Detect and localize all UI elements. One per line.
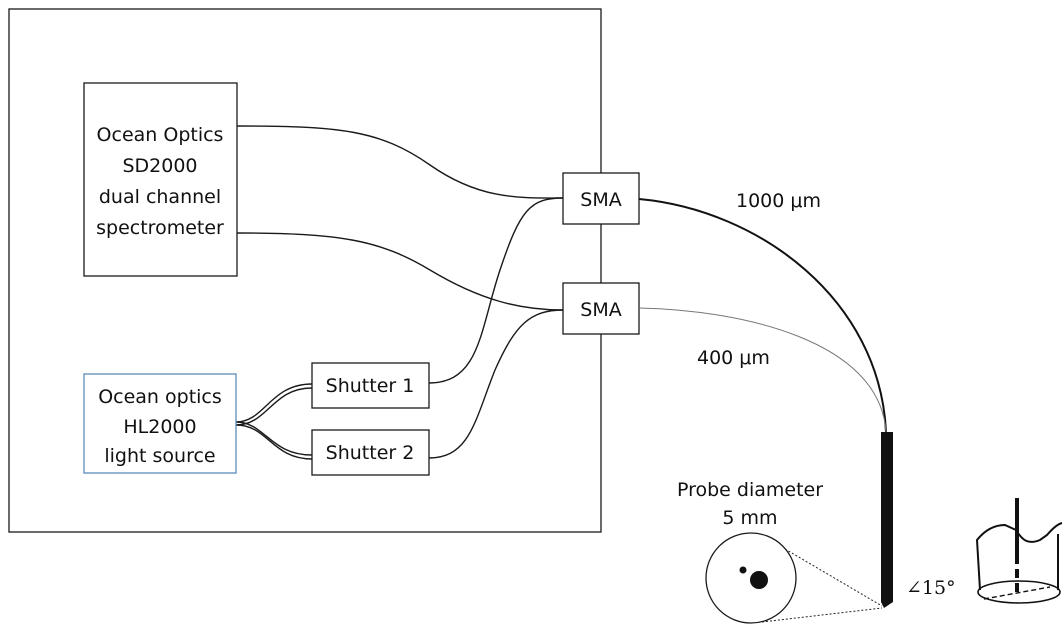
fiber-1000um-label: 1000 μm	[736, 190, 821, 212]
probe-angle-label: ∠15°	[906, 577, 956, 599]
fiber-1000um	[638, 198, 887, 433]
probe-large-fiber-dot	[750, 571, 768, 589]
fiber-source-to-shutter1-b	[235, 387, 313, 426]
shutter1-box	[311, 362, 430, 409]
spectrometer-box	[83, 82, 238, 277]
spectrometer-line4: spectrometer	[96, 217, 224, 239]
fiber-400um-label: 400 μm	[697, 347, 770, 369]
sma-top-box	[562, 172, 640, 225]
fiber-spectrometer-top-to-sma-top	[236, 125, 564, 199]
sma-bottom-box	[562, 282, 640, 335]
fiber-400um	[638, 307, 887, 433]
spectrometer-line2: SD2000	[122, 155, 197, 177]
shutter2-box	[311, 429, 430, 476]
light-source-line3: light source	[104, 445, 215, 467]
light-source-line1: Ocean optics	[98, 386, 222, 408]
light-source-box	[83, 373, 237, 474]
probe-small-fiber-dot	[739, 566, 747, 574]
probe-diameter-value: 5 mm	[722, 507, 777, 529]
spectrometer-line3: dual channel	[99, 186, 221, 208]
fiber-spectrometer-bottom-to-sma-bottom	[236, 232, 564, 311]
sma-bottom-label: SMA	[580, 299, 621, 321]
fiber-source-to-shutter2-b	[235, 424, 313, 460]
probe-body	[881, 432, 893, 608]
shutter2-label: Shutter 2	[326, 442, 415, 464]
probe-diameter-title: Probe diameter	[677, 479, 823, 501]
sma-top-label: SMA	[580, 189, 621, 211]
enclosure-box	[8, 8, 602, 533]
fiber-source-to-shutter1	[235, 383, 313, 423]
light-source-line2: HL2000	[123, 416, 196, 438]
fiber-shutter1-to-sma-top	[428, 197, 564, 384]
fiber-shutter2-to-sma-bottom	[428, 309, 564, 459]
shutter1-label: Shutter 1	[326, 375, 415, 397]
spectrometer-line1: Ocean Optics	[97, 124, 224, 146]
zoom-line-bottom	[761, 607, 883, 623]
probe-sketch	[975, 498, 1063, 604]
zoom-line-top	[784, 548, 883, 607]
fiber-source-to-shutter2	[235, 421, 313, 456]
